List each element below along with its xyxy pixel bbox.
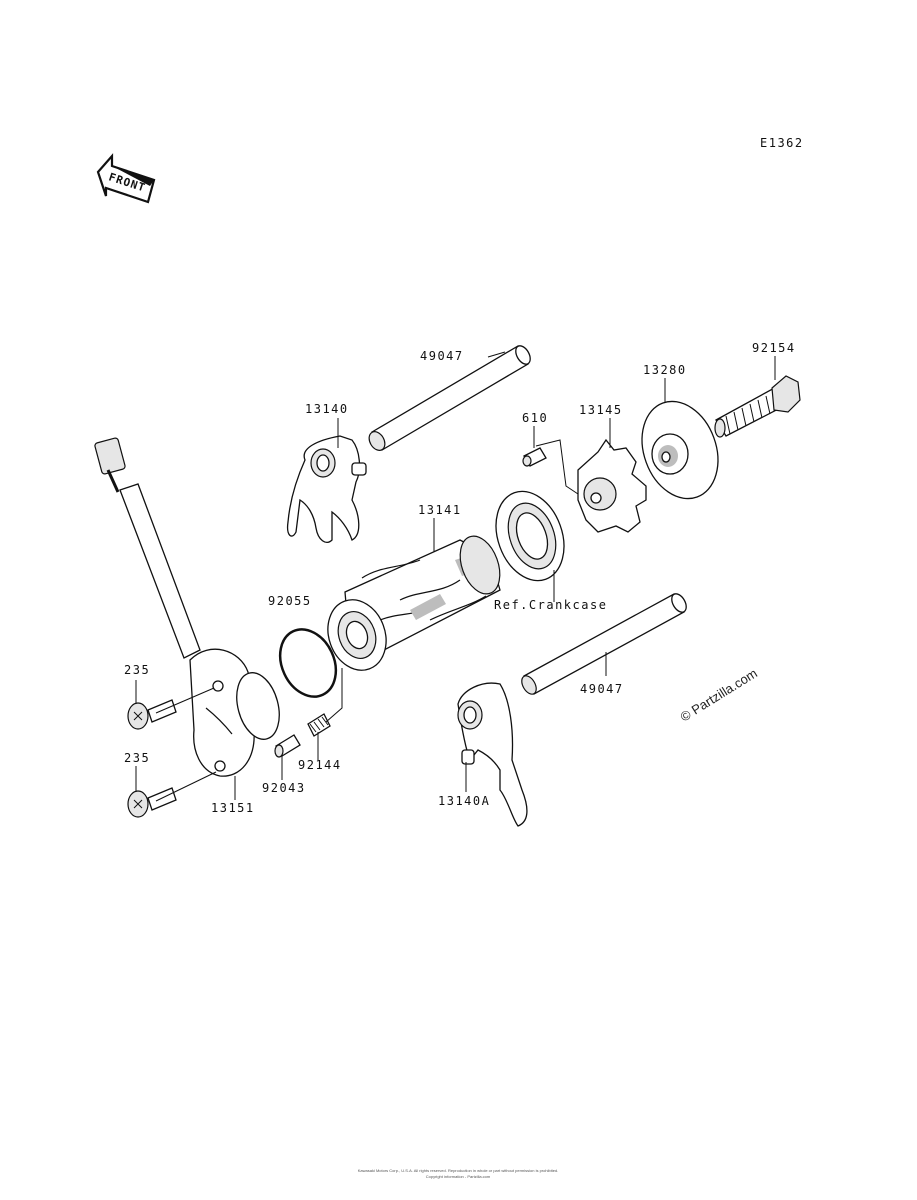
upper-shift-rod <box>368 345 531 451</box>
label-235-lower: 235 <box>124 751 150 765</box>
label-49047-lower: 49047 <box>580 682 624 696</box>
front-arrow-icon: FRONT <box>96 153 156 204</box>
shift-fork-13140a <box>457 682 528 827</box>
watermark: © Partzilla.com <box>678 665 760 724</box>
label-49047-upper: 49047 <box>420 349 464 363</box>
lower-shift-rod <box>521 593 687 695</box>
footer-line-2: Copyright information - Partzilla.com <box>426 1174 491 1179</box>
screw-235-lower <box>127 787 177 818</box>
diagram-code: E1362 <box>760 136 804 150</box>
label-ref-crankcase: Ref.Crankcase <box>494 598 607 612</box>
label-92154: 92154 <box>752 341 796 355</box>
label-92043: 92043 <box>262 781 306 795</box>
spring-92144 <box>307 713 331 737</box>
label-13141: 13141 <box>418 503 462 517</box>
shift-drum-13141 <box>327 535 501 671</box>
label-13140: 13140 <box>305 402 349 416</box>
label-92055: 92055 <box>268 594 312 608</box>
pin-92043 <box>274 734 301 758</box>
neutral-switch-13151 <box>94 437 280 777</box>
label-92144: 92144 <box>298 758 342 772</box>
shift-fork-13140 <box>286 435 367 543</box>
shift-drum-cam-13145 <box>577 438 647 533</box>
label-13140a: 13140A <box>438 794 490 808</box>
footer-line-1: Kawasaki Motors Corp., U.S.A. All rights… <box>358 1168 559 1173</box>
bearing-ref-crankcase <box>495 490 565 582</box>
label-13145: 13145 <box>579 403 623 417</box>
label-610: 610 <box>522 411 548 425</box>
positioning-plate-13280 <box>641 400 719 500</box>
label-235-upper: 235 <box>124 663 150 677</box>
label-13280: 13280 <box>643 363 687 377</box>
o-ring-92055 <box>278 628 338 698</box>
screw-235-upper <box>127 699 177 730</box>
label-13151: 13151 <box>211 801 255 815</box>
dowel-pin-610 <box>522 447 547 467</box>
bolt-92154 <box>714 375 801 438</box>
